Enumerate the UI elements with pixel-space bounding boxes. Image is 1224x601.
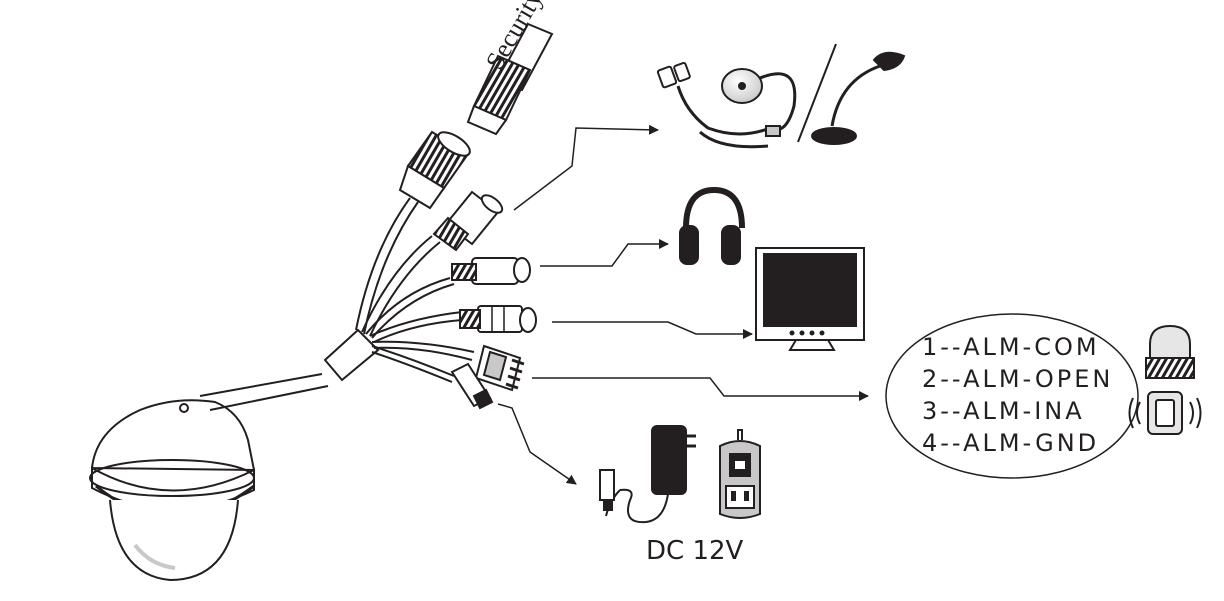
alarm-pin-1: 1--ALM-COM [922,333,1100,361]
alarm-siren-icon [1146,326,1194,378]
alarm-pin-bubble [886,314,1138,478]
door-sensor-icon [1130,392,1201,434]
audio-out-connector [452,258,530,284]
alarm-pin-4: 4--ALM-GND [922,429,1100,457]
security-cap [468,24,552,134]
power-plug-connector [452,364,492,408]
microphone-icon [657,62,794,146]
alarm-pin-2: 2--ALM-OPEN [922,365,1114,393]
wall-socket-icon [720,430,760,518]
main-cable [200,330,378,410]
alarm-pin-list: 1--ALM-COM 2--ALM-OPEN 3--ALM-INA 4--ALM… [922,331,1113,459]
video-bnc-connector [460,306,536,332]
desk-microphone-icon [812,53,904,144]
power-label: DC 12V [646,536,744,566]
dome-camera-icon [90,400,254,580]
monitor-icon [756,248,864,350]
cable-breakout [356,198,474,382]
alarm-terminal-block [476,346,524,390]
network-connector [400,128,474,208]
alarm-pin-3: 3--ALM-INA [922,397,1085,425]
power-adapter-icon [600,426,696,522]
alternative-divider [798,44,836,142]
audio-in-connector [434,192,505,250]
connection-arrows [498,124,869,484]
headphones-icon [680,190,742,264]
